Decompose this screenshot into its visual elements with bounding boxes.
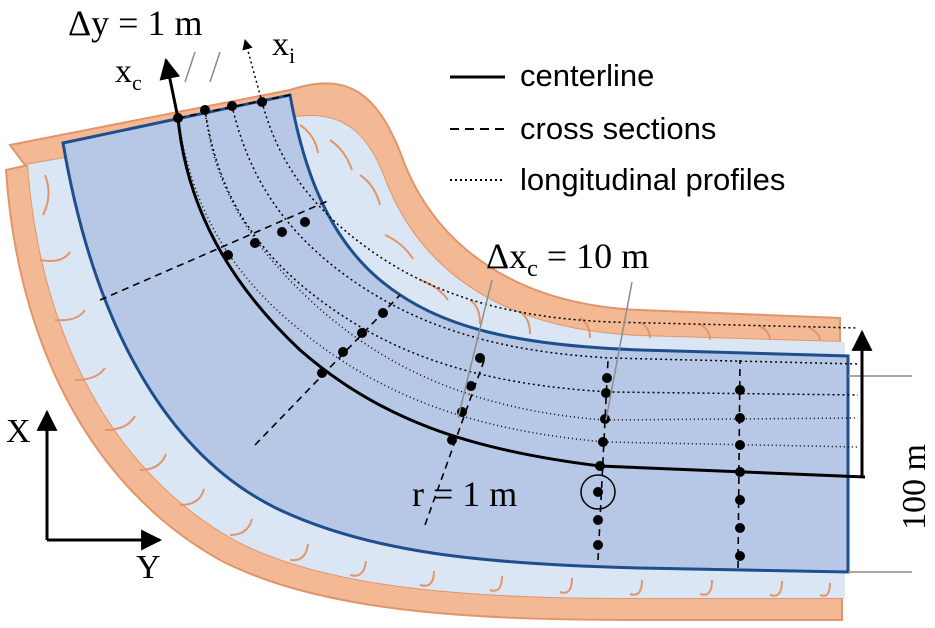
radius-circle bbox=[580, 474, 616, 510]
axis-y-label: Y bbox=[136, 549, 161, 586]
grid-nodes bbox=[173, 97, 745, 561]
legend: centerline cross sections longitudinal p… bbox=[450, 58, 785, 197]
xc-axis-arrow bbox=[159, 57, 181, 119]
xy-axes bbox=[36, 409, 163, 551]
xi-label: xi bbox=[272, 26, 295, 68]
delta-xc-label: Δxc = 10 m bbox=[486, 236, 649, 282]
legend-label-longitudinal-profiles: longitudinal profiles bbox=[520, 162, 785, 197]
channel bbox=[61, 93, 850, 574]
xc-label: xc bbox=[115, 53, 142, 95]
longitudinal-profiles bbox=[177, 101, 859, 448]
legend-label-cross-sections: cross sections bbox=[520, 111, 716, 146]
xi-axis-arrow bbox=[242, 38, 263, 103]
inner-bank-serrations bbox=[39, 251, 831, 597]
axis-x-label: X bbox=[6, 413, 31, 450]
centerline bbox=[176, 117, 866, 479]
guide-lines bbox=[184, 51, 912, 573]
radius-label: r = 1 m bbox=[412, 474, 517, 514]
delta-y-label: Δy = 1 m bbox=[68, 3, 202, 43]
legend-label-centerline: centerline bbox=[520, 58, 654, 93]
width-label: 100 m bbox=[896, 444, 933, 530]
